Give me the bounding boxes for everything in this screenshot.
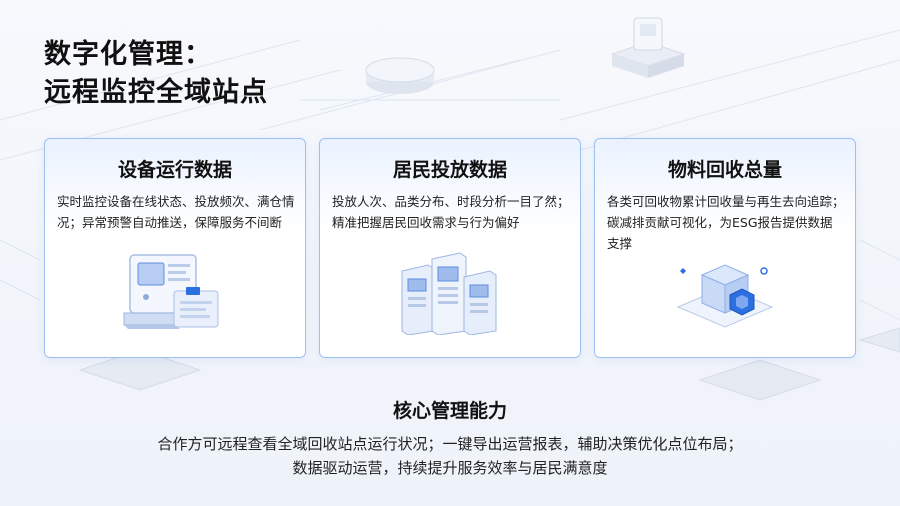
slide-title: 数字化管理： 远程监控全域站点	[44, 36, 268, 112]
card-description: 实时监控设备在线状态、投放频次、满仓情况；异常预警自动推送，保障服务不间断	[57, 194, 295, 230]
summary-line-1: 合作方可远程查看全域回收站点运行状况；一键导出运营报表，辅助决策优化点位布局；	[157, 435, 743, 453]
server-racks-icon	[401, 252, 497, 335]
card-resident-data: 居民投放数据 投放人次、品类分布、时段分析一目了然；精准把握居民回收需求与行为偏…	[319, 138, 581, 358]
card-description: 投放人次、品类分布、时段分析一目了然；精准把握居民回收需求与行为偏好	[332, 194, 570, 230]
rack-right	[463, 270, 497, 335]
section-title: 核心管理能力	[392, 400, 507, 422]
terminal-device-icon	[123, 254, 219, 329]
card-title: 物料回收总量	[667, 159, 782, 181]
card-title: 设备运行数据	[117, 159, 232, 181]
card-title: 居民投放数据	[392, 159, 507, 181]
summary-text: 合作方可远程查看全域回收站点运行状况；一键导出运营报表，辅助决策优化点位布局； …	[0, 432, 900, 480]
card-device-data: 设备运行数据 实时监控设备在线状态、投放频次、满仓情况；异常预警自动推送，保障服…	[44, 138, 306, 358]
bg-disk	[365, 57, 435, 94]
summary-line-2: 数据驱动运营，持续提升服务效率与居民满意度	[292, 459, 608, 477]
card-material-total: 物料回收总量 各类可回收物累计回收量与再生去向追踪；碳减排贡献可视化，为ESG报…	[594, 138, 856, 358]
rack-center	[431, 252, 467, 335]
title-line-1: 数字化管理：	[44, 39, 212, 70]
rack-left	[401, 264, 435, 335]
title-line-2: 远程监控全域站点	[44, 77, 268, 108]
card-description: 各类可回收物累计回收量与再生去向追踪；碳减排贡献可视化，为ESG报告提供数据支撑	[607, 194, 845, 251]
bg-cube-small	[610, 17, 686, 78]
data-cubes-icon	[676, 264, 774, 328]
